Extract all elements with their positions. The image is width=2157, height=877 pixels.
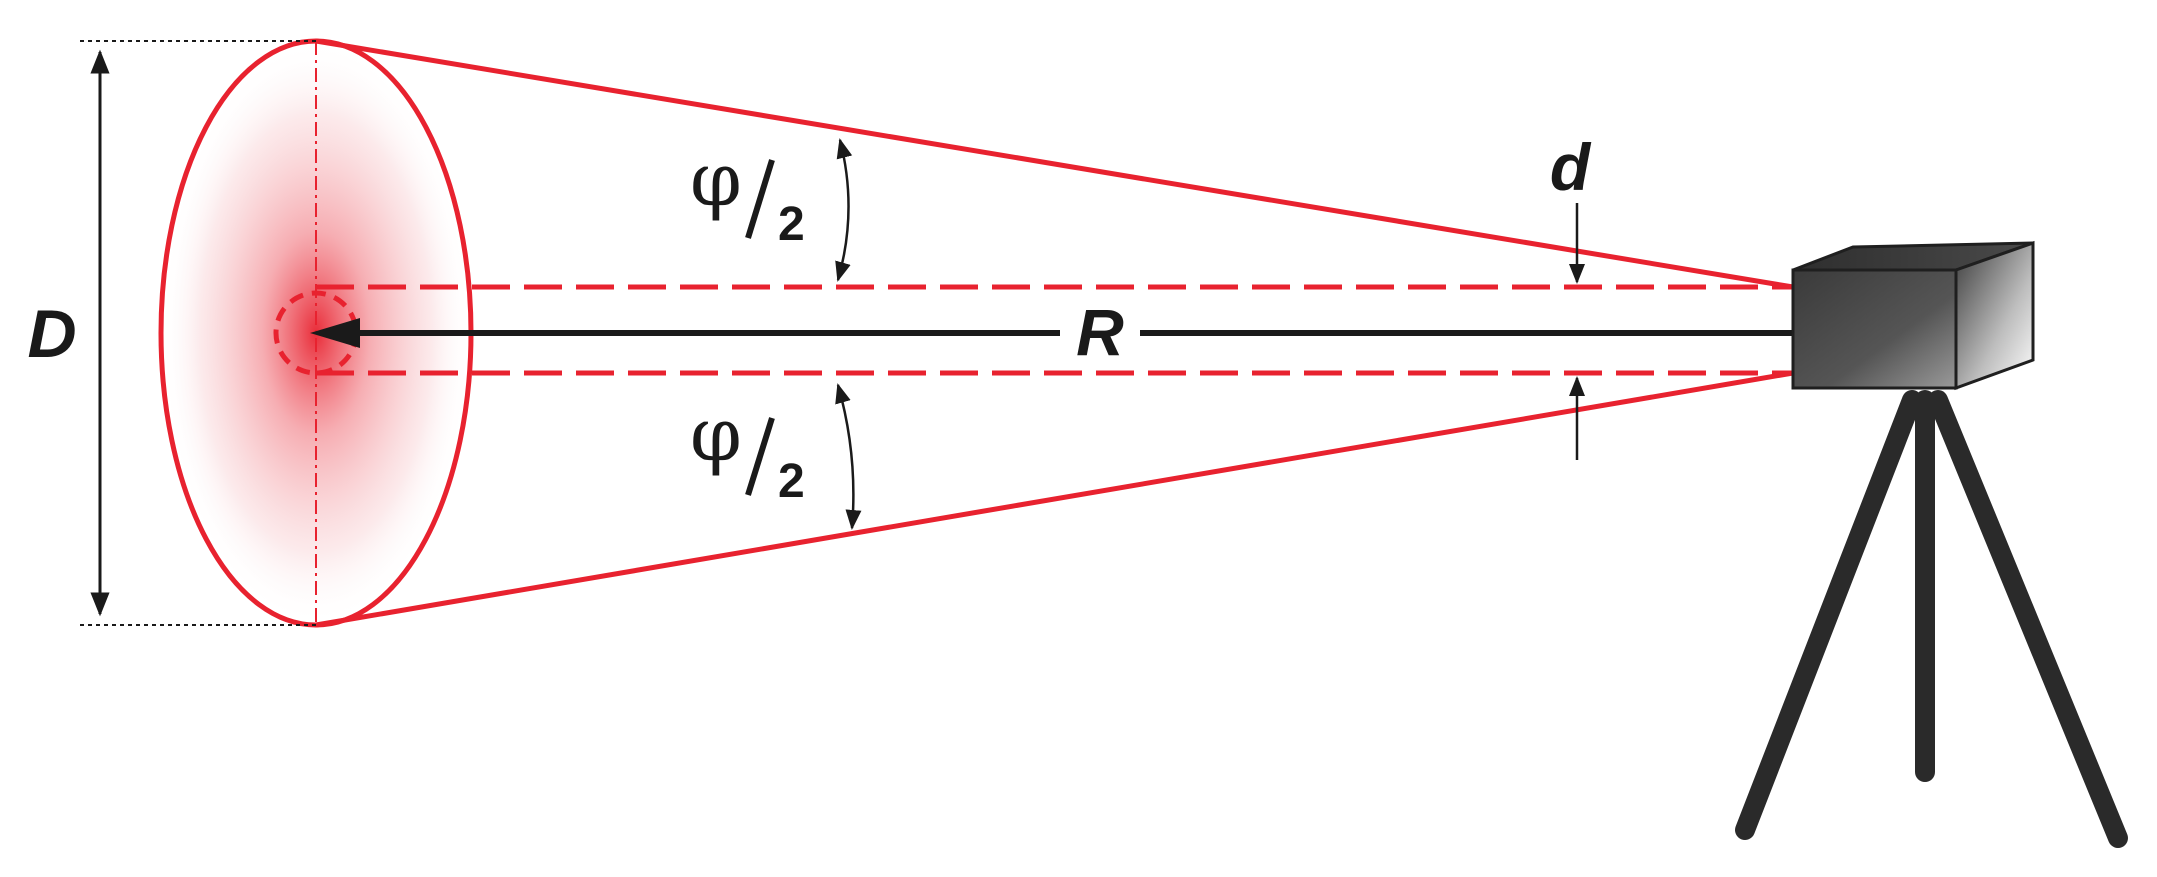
aperture-dimension: d: [1550, 130, 1592, 460]
beam-cone: [315, 38, 1794, 628]
aperture-lines: [316, 284, 1793, 376]
half-angle-bottom-symbol: φ: [690, 392, 742, 478]
diameter-dimension: D: [27, 40, 316, 626]
tripod-right-leg: [1928, 390, 2128, 848]
aperture-label: d: [1550, 130, 1592, 204]
half-angle-top: φ 2: [690, 137, 853, 282]
half-angle-top-divisor: 2: [778, 198, 805, 251]
device-side-face: [1954, 240, 2035, 391]
half-angle-bottom-slash: [745, 417, 775, 496]
half-angle-top-slash: [745, 159, 775, 239]
half-angle-top-arc: [835, 138, 853, 282]
half-angle-bottom: φ 2: [690, 383, 862, 530]
tripod-left-leg: [1735, 390, 1922, 840]
tripod-icon: [1735, 390, 2128, 848]
device-front-face: [1791, 268, 1958, 390]
range-label: R: [1076, 295, 1124, 369]
half-angle-bottom-divisor: 2: [778, 455, 805, 508]
half-angle-top-symbol: φ: [690, 137, 742, 223]
cone-lower-edge: [315, 370, 1794, 628]
diameter-label: D: [27, 296, 76, 372]
rangefinder-camera-icon: [1791, 240, 2035, 391]
half-angle-bottom-arc: [835, 383, 862, 530]
range-arrow-head: [310, 318, 360, 348]
range-arrow: R: [310, 295, 1793, 369]
cone-upper-edge: [315, 38, 1794, 290]
